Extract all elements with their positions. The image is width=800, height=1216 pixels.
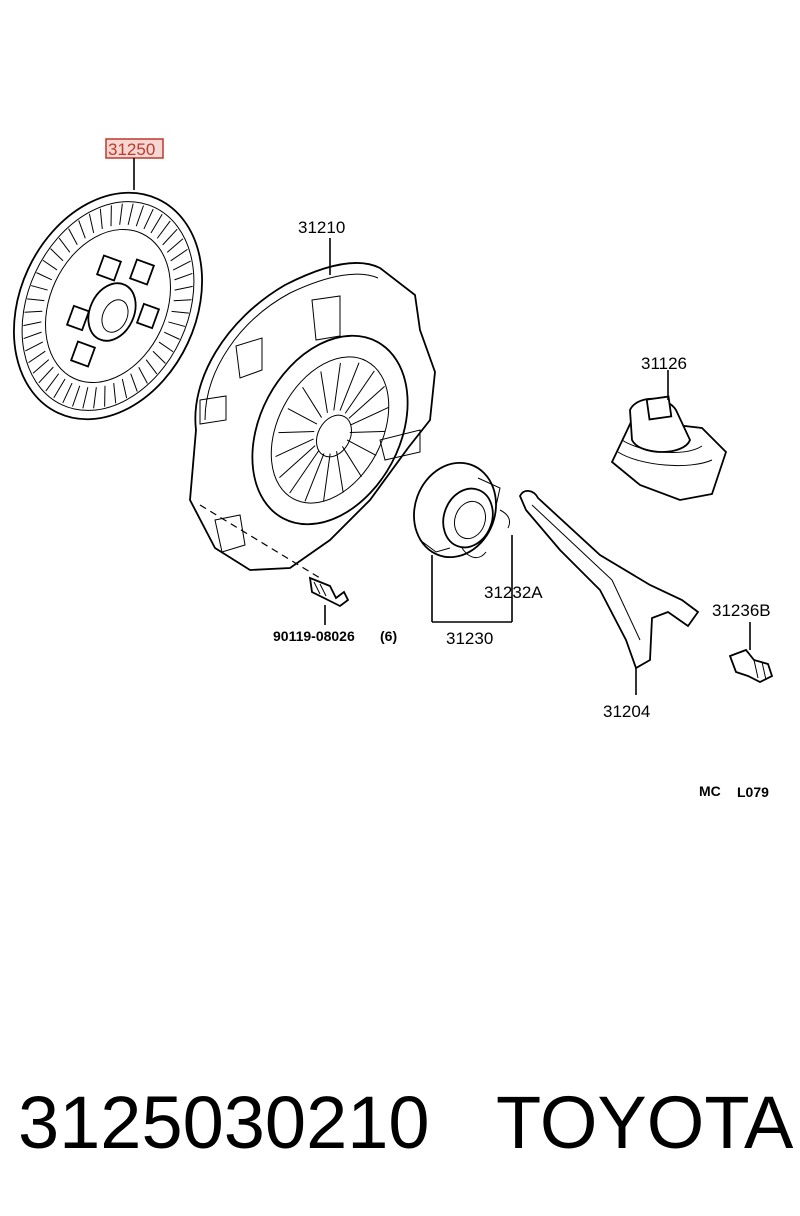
pivot-drawing bbox=[728, 648, 774, 684]
footer: 3125030210 TOYOTA bbox=[18, 1078, 793, 1178]
label-bearing: 31230 bbox=[446, 629, 493, 648]
bolt-drawing bbox=[308, 576, 350, 608]
label-disc: 31250 bbox=[108, 140, 155, 159]
part-number: 3125030210 bbox=[18, 1081, 430, 1164]
release-fork-drawing bbox=[519, 490, 700, 670]
label-cover: 31210 bbox=[298, 218, 345, 237]
label-bolt-qty: (6) bbox=[380, 628, 397, 644]
label-clip: 31232A bbox=[484, 583, 543, 602]
clutch-disc-drawing bbox=[13, 191, 203, 421]
brand-name: TOYOTA bbox=[496, 1081, 794, 1164]
clutch-exploded-diagram: 31250 31210 90119-08026 (6) 31232A bbox=[13, 138, 774, 800]
diagram-code-prefix: MC bbox=[699, 783, 721, 799]
clutch-cover-drawing bbox=[189, 261, 436, 571]
label-boot: 31126 bbox=[641, 354, 687, 373]
diagram-code: L079 bbox=[737, 784, 769, 800]
boot-drawing bbox=[610, 395, 728, 501]
label-bolt: 90119-08026 bbox=[273, 628, 355, 644]
release-bearing-drawing bbox=[413, 461, 501, 559]
label-fork: 31204 bbox=[603, 702, 650, 721]
label-pivot: 31236B bbox=[712, 601, 771, 620]
